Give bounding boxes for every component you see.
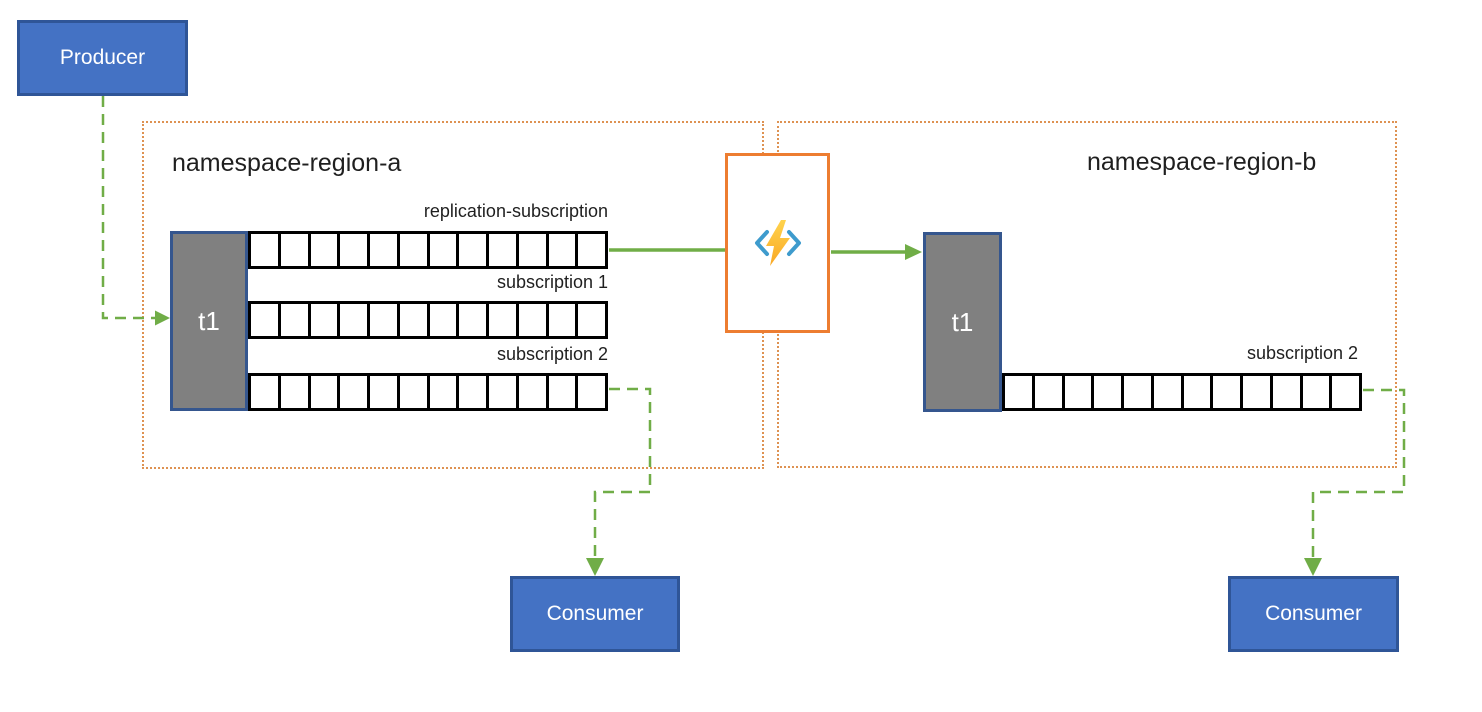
producer-box: Producer [17, 20, 188, 96]
partition-cell [280, 376, 308, 408]
partition-cell [251, 376, 278, 408]
partition-cell [1332, 376, 1359, 408]
partition-cell [1272, 376, 1300, 408]
partition-cell [340, 376, 367, 408]
topic-t1-region-a: t1 [170, 231, 248, 411]
partition-cell [370, 376, 397, 408]
partition-cell [459, 376, 486, 408]
topic-t1-region-b-label: t1 [951, 306, 974, 337]
right-chevron-icon [786, 230, 801, 256]
partition-cell [251, 234, 278, 266]
partition-cell [518, 234, 546, 266]
partition-cell [429, 376, 457, 408]
partition-cell [578, 234, 605, 266]
partition-cell [310, 234, 338, 266]
partition-cell [459, 304, 486, 336]
azure-functions-icon [754, 220, 801, 266]
partition-cell [548, 304, 576, 336]
consumer-right-label: Consumer [1265, 602, 1362, 625]
partition-cell [370, 234, 397, 266]
partition-cell [518, 376, 546, 408]
partition-cell [1213, 376, 1240, 408]
partition-cell [399, 234, 427, 266]
partition-cell [1302, 376, 1330, 408]
partition-cell [370, 304, 397, 336]
subscription-2-label-region-a: subscription 2 [496, 344, 608, 364]
partition-cell [1005, 376, 1032, 408]
partition-cell [1183, 376, 1211, 408]
subscription-1-row [248, 301, 608, 339]
replication-subscription-label: replication-subscription [423, 201, 608, 221]
partition-cell [489, 376, 516, 408]
producer-label: Producer [59, 46, 146, 69]
subscription-2-row-region-a [248, 373, 608, 411]
partition-cell [1124, 376, 1151, 408]
partition-cell [399, 376, 427, 408]
partition-cell [340, 304, 367, 336]
lightning-bolt-icon [765, 220, 790, 266]
partition-cell [1094, 376, 1121, 408]
namespace-region-b-title: namespace-region-b [1087, 148, 1317, 176]
partition-cell [251, 304, 278, 336]
partition-cell [1064, 376, 1092, 408]
consumer-box-right: Consumer [1228, 576, 1399, 652]
replication-subscription-row [248, 231, 608, 269]
topic-t1-region-a-label: t1 [198, 305, 220, 336]
partition-cell [578, 376, 605, 408]
left-chevron-icon [754, 230, 769, 256]
partition-cell [310, 376, 338, 408]
partition-cell [340, 234, 367, 266]
partition-cell [429, 234, 457, 266]
partition-cell [399, 304, 427, 336]
partition-cell [548, 234, 576, 266]
replication-function-box [725, 153, 830, 333]
partition-cell [459, 234, 486, 266]
partition-cell [518, 304, 546, 336]
partition-cell [489, 304, 516, 336]
partition-cell [1153, 376, 1181, 408]
consumer-box-left: Consumer [510, 576, 680, 652]
partition-cell [1034, 376, 1062, 408]
namespace-region-a-title: namespace-region-a [172, 149, 402, 177]
subscription-2-row-region-b [1002, 373, 1362, 411]
subscription-2-label-region-b: subscription 2 [1246, 343, 1358, 363]
partition-cell [1243, 376, 1270, 408]
partition-cell [489, 234, 516, 266]
partition-cell [429, 304, 457, 336]
partition-cell [548, 376, 576, 408]
consumer-left-label: Consumer [546, 602, 644, 625]
partition-cell [280, 234, 308, 266]
partition-cell [578, 304, 605, 336]
topic-t1-region-b: t1 [923, 232, 1002, 412]
subscription-1-label: subscription 1 [496, 272, 608, 292]
partition-cell [310, 304, 338, 336]
partition-cell [280, 304, 308, 336]
